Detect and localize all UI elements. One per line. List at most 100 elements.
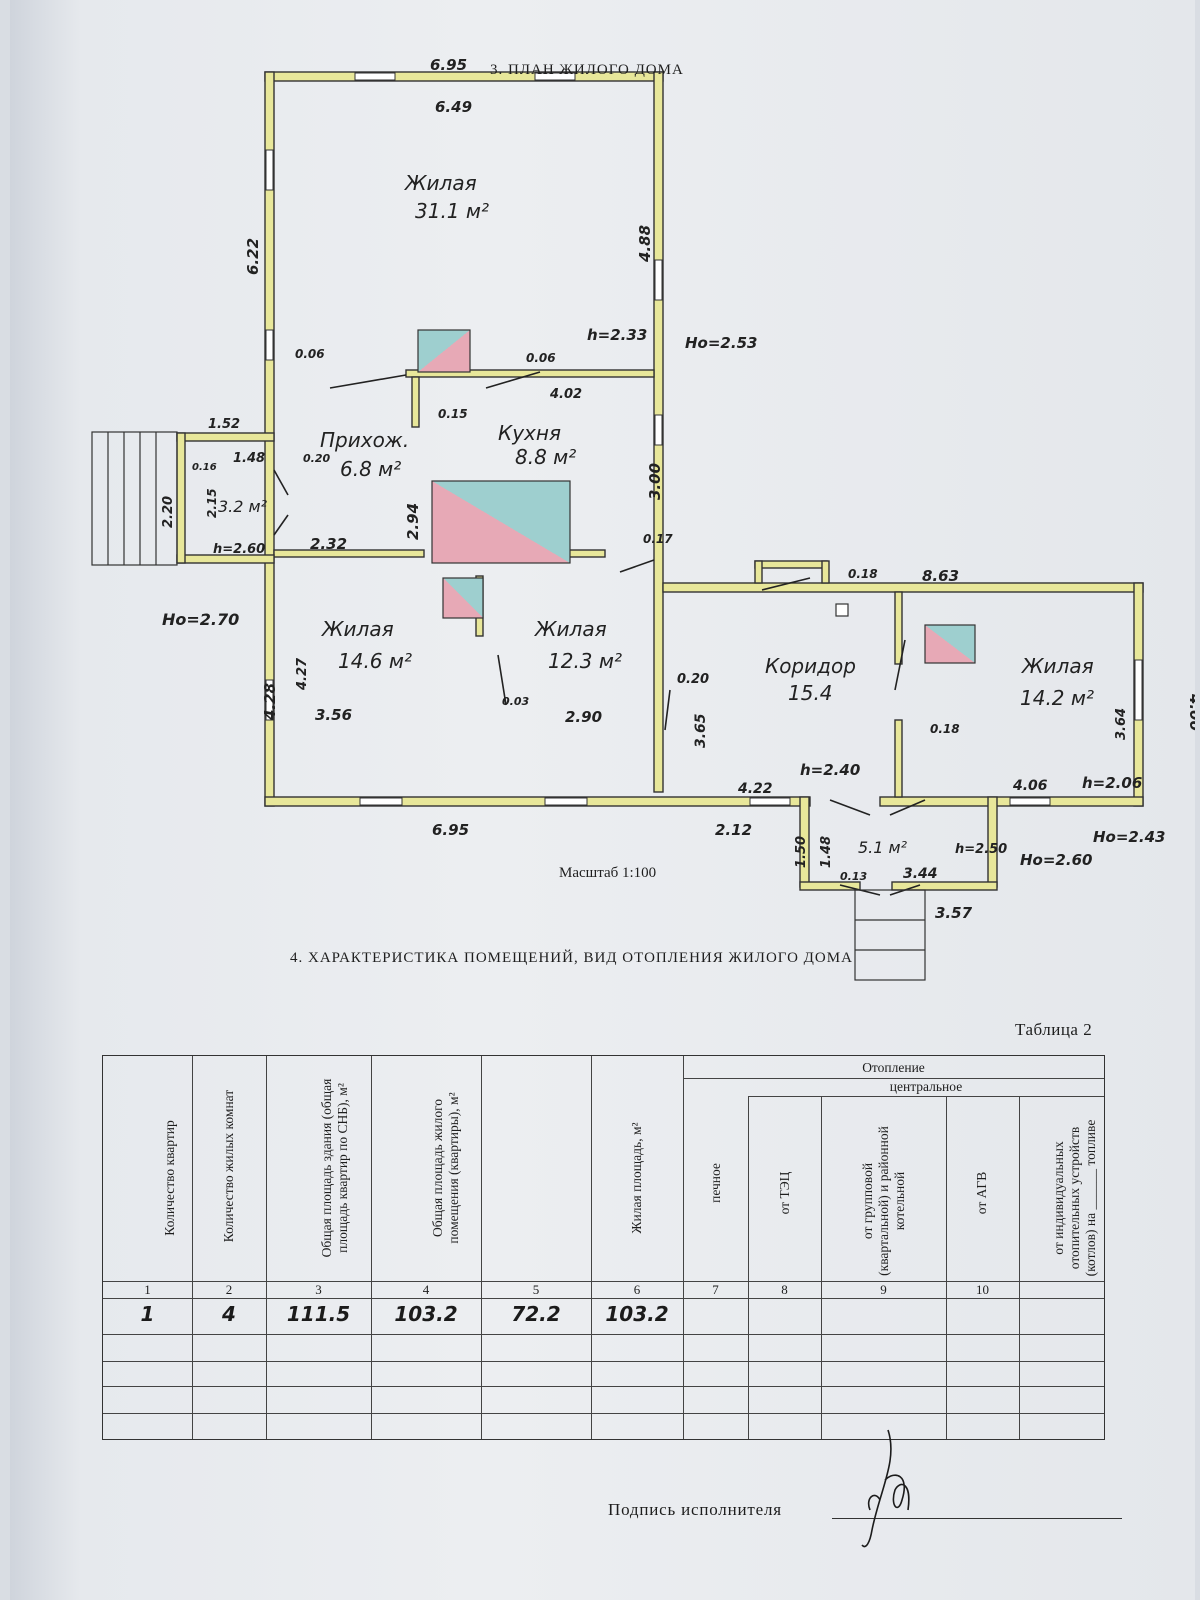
- svg-text:h=2.33: h=2.33: [587, 326, 647, 344]
- windows: [265, 72, 1143, 806]
- col-number: 3: [315, 1282, 322, 1297]
- svg-text:4.22: 4.22: [737, 781, 773, 797]
- svg-text:h=2.06: h=2.06: [1082, 774, 1142, 792]
- svg-text:4.06: 4.06: [1012, 778, 1048, 794]
- svg-text:h=2.40: h=2.40: [800, 761, 860, 779]
- svg-text:0.15: 0.15: [438, 407, 468, 421]
- svg-text:1.48: 1.48: [819, 836, 834, 868]
- room-name: Кухня: [498, 421, 561, 445]
- room-name: Прихож.: [320, 428, 409, 452]
- svg-text:2.12: 2.12: [715, 821, 752, 839]
- svg-text:Ho=2.60: Ho=2.60: [1020, 851, 1092, 869]
- room-name: Жилая: [533, 617, 607, 641]
- group-central: центральное: [889, 1079, 963, 1094]
- svg-text:0.20: 0.20: [303, 452, 330, 465]
- svg-text:3.00: 3.00: [646, 463, 664, 500]
- svg-text:6.95: 6.95: [432, 821, 469, 839]
- svg-text:6.22: 6.22: [244, 238, 262, 275]
- signature-line: [832, 1518, 1122, 1519]
- svg-text:2.90: 2.90: [565, 708, 602, 726]
- svg-text:1.52: 1.52: [208, 417, 240, 432]
- col-header-total-dwelling-area: Общая площадь жилого помещения (квартиры…: [430, 1092, 461, 1244]
- room-name: Жилая: [1020, 654, 1094, 678]
- room-area: 6.8 м²: [340, 457, 401, 481]
- room-name: Жилая: [320, 617, 394, 641]
- steps: [91, 431, 926, 981]
- col-number: 1: [144, 1282, 151, 1297]
- room-area: 8.8 м²: [515, 445, 576, 469]
- dimension-labels: 6.95 6.49 6.22 4.88 h=2.33 Ho=2.53 0.06 …: [161, 56, 1195, 922]
- col-header-boiler-house: от групповой (квартальной) и районной ко…: [860, 1126, 907, 1276]
- svg-text:0.03: 0.03: [502, 695, 529, 708]
- room-area: 14.6 м²: [338, 649, 412, 673]
- svg-text:3.56: 3.56: [315, 706, 352, 724]
- svg-text:0.16: 0.16: [192, 462, 217, 473]
- svg-text:0.13: 0.13: [840, 870, 867, 883]
- svg-text:1.50: 1.50: [794, 836, 809, 868]
- col-header-living-area: Жилая площадь, м²: [629, 1122, 644, 1234]
- svg-text:2.32: 2.32: [310, 535, 347, 553]
- svg-text:2.15: 2.15: [205, 488, 219, 518]
- svg-text:0.18: 0.18: [848, 567, 878, 581]
- col-header-stove: печное: [708, 1163, 723, 1203]
- svg-text:2.94: 2.94: [404, 503, 422, 540]
- cell-living-area: 72.2: [511, 1302, 561, 1326]
- svg-text:8.63: 8.63: [922, 567, 959, 585]
- group-heating: Отопление: [862, 1060, 925, 1075]
- col-number: 9: [880, 1282, 887, 1297]
- col-header-total-building-area: Общая площадь здания (общая площадь квар…: [319, 1078, 350, 1258]
- room-area: 14.2 м²: [1020, 686, 1094, 710]
- col-number: 7: [712, 1282, 719, 1297]
- svg-text:1.48: 1.48: [233, 451, 265, 466]
- plan-title: 3. ПЛАН ЖИЛОГО ДОМА: [490, 62, 684, 78]
- svg-text:4.27: 4.27: [295, 657, 310, 691]
- room-area: 15.4: [788, 681, 833, 705]
- svg-text:4.88: 4.88: [636, 225, 654, 263]
- svg-text:4.28: 4.28: [261, 683, 279, 721]
- svg-text:Ho=2.53: Ho=2.53: [685, 334, 757, 352]
- svg-text:4.02: 4.02: [549, 387, 582, 402]
- rooms-heating-table: Отопление центральное Количество квартир…: [102, 1055, 1105, 1440]
- svg-text:4.00: 4.00: [1186, 693, 1195, 731]
- col-number: 2: [225, 1282, 233, 1297]
- room-labels: Жилая 31.1 м² Прихож. 6.8 м² Кухня 8.8 м…: [218, 171, 1094, 857]
- floor-plan: 3. ПЛАН ЖИЛОГО ДОМА Масштаб 1:100 Жилая …: [91, 56, 1195, 981]
- cell-apartments: 1: [140, 1302, 155, 1326]
- col-header-individual: от индивидуальных отопительных устройств…: [1051, 1119, 1098, 1277]
- scale-label: Масштаб 1:100: [559, 865, 656, 881]
- signature-label: Подпись исполнителя: [608, 1500, 782, 1519]
- col-number: 8: [781, 1282, 788, 1297]
- svg-text:0.06: 0.06: [526, 351, 556, 365]
- col-number: 6: [633, 1282, 641, 1297]
- room-area: 5.1 м²: [858, 838, 908, 857]
- document-page: 3. ПЛАН ЖИЛОГО ДОМА Масштаб 1:100 Жилая …: [10, 0, 1195, 1600]
- col-number: 4: [422, 1282, 430, 1297]
- cell-total-building-area: 111.5: [286, 1302, 351, 1326]
- svg-text:3.57: 3.57: [935, 904, 973, 922]
- room-area: 3.2 м²: [218, 497, 268, 516]
- svg-text:3.44: 3.44: [903, 866, 938, 882]
- col-header-tec: от ТЭЦ: [777, 1171, 792, 1215]
- room-name: Жилая: [403, 171, 477, 195]
- svg-text:0.18: 0.18: [930, 722, 960, 736]
- svg-text:3.64: 3.64: [1114, 708, 1129, 740]
- svg-text:h=2.50: h=2.50: [955, 842, 1007, 857]
- svg-text:6.49: 6.49: [435, 98, 472, 116]
- table-label: Таблица 2: [1015, 1020, 1093, 1039]
- svg-text:Ho=2.70: Ho=2.70: [162, 610, 239, 629]
- col-header-rooms: Количество жилых комнат: [221, 1089, 236, 1243]
- svg-text:3.65: 3.65: [693, 713, 709, 748]
- svg-text:0.06: 0.06: [295, 347, 325, 361]
- col-header-apartments: Количество квартир: [162, 1120, 177, 1236]
- room-area: 31.1 м²: [415, 199, 489, 223]
- col-number: 10: [976, 1282, 989, 1297]
- svg-text:Ho=2.43: Ho=2.43: [1093, 828, 1165, 846]
- col-header-agv: от АГВ: [974, 1171, 989, 1215]
- svg-text:0.17: 0.17: [643, 532, 673, 546]
- signature-mark: [861, 1429, 910, 1548]
- stoves: [417, 329, 976, 664]
- col-number: 5: [532, 1282, 540, 1297]
- cell-stove: 103.2: [605, 1302, 669, 1326]
- room-name: Коридор: [765, 654, 856, 678]
- svg-text:6.95: 6.95: [430, 56, 467, 74]
